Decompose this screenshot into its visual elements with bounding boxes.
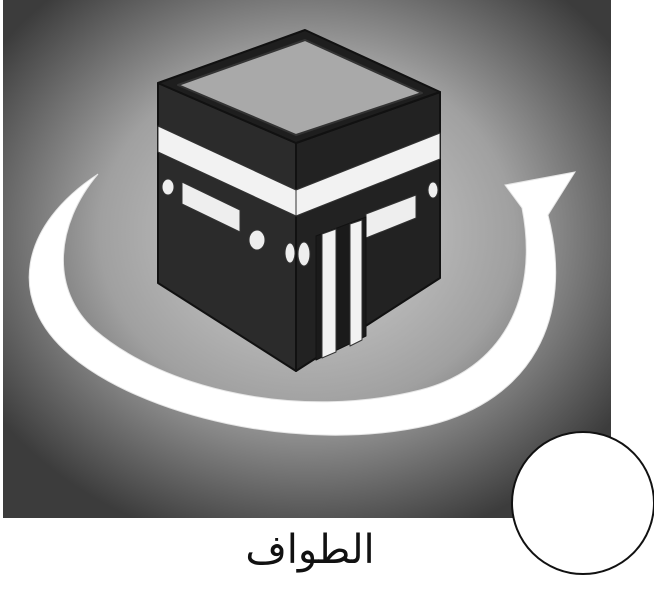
circular-arrow-icon xyxy=(28,171,577,436)
empty-circle-icon xyxy=(511,431,654,575)
kaaba-icon xyxy=(157,29,441,372)
caption-tawaf: الطواف xyxy=(245,527,375,573)
